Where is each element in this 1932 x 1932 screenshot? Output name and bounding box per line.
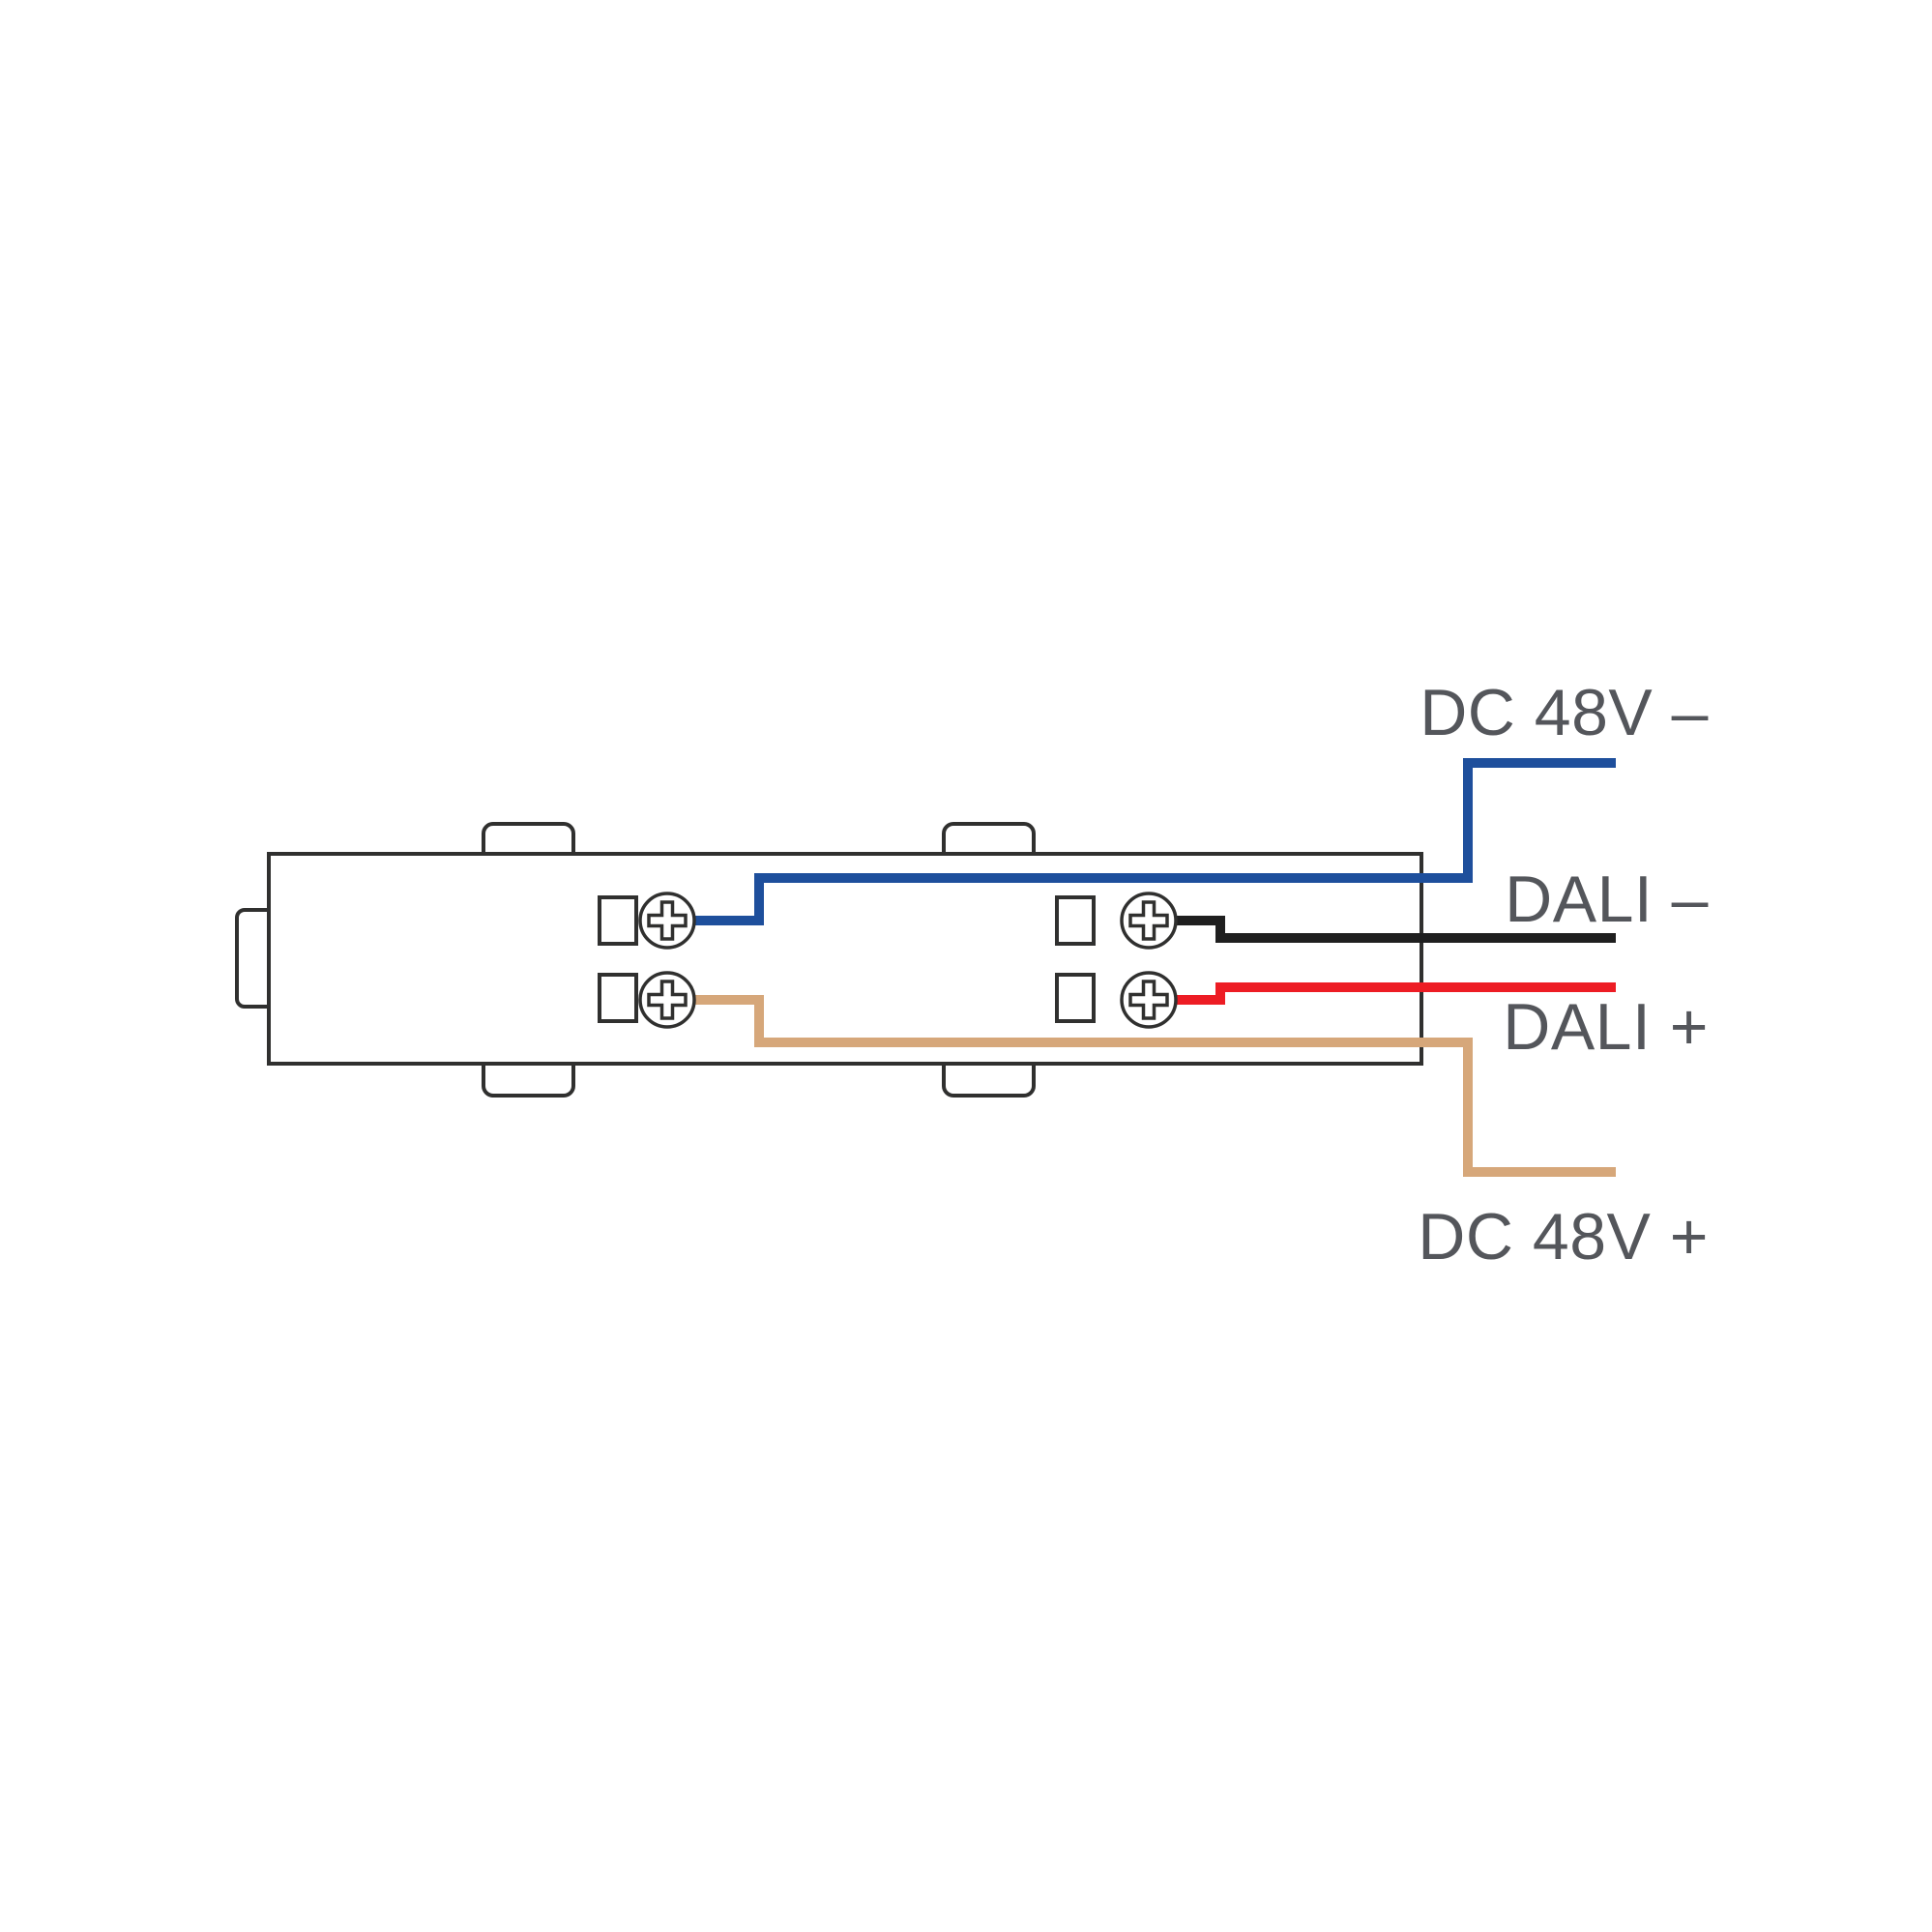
wire-dc48v-positive (667, 995, 1616, 1177)
device-body (267, 852, 1423, 1066)
terminal-slot-left-upper (598, 895, 638, 946)
label-dc48v-negative: DC 48V – (1420, 676, 1709, 749)
terminal-slot-left-lower (598, 973, 638, 1023)
label-dali-negative: DALI – (1505, 863, 1709, 936)
terminal-slot-right-upper (1055, 895, 1096, 946)
screw-terminal-right-lower-icon (1120, 971, 1178, 1029)
wire-dali-positive (1149, 982, 1616, 1005)
screw-terminal-left-upper-icon (638, 892, 696, 950)
label-dali-positive: DALI + (1503, 990, 1709, 1064)
device-outline-group (235, 822, 1423, 1098)
screw-terminal-right-upper-icon (1120, 892, 1178, 950)
wire-dali-negative (1149, 916, 1616, 943)
screw-terminal-left-lower-icon (638, 971, 696, 1029)
label-dc48v-positive: DC 48V + (1418, 1200, 1709, 1273)
terminal-slot-right-lower (1055, 973, 1096, 1023)
wire-dc48v-negative (667, 758, 1616, 925)
wires-group (667, 758, 1616, 1177)
labels-group: DC 48V – DALI – DALI + DC 48V + (1418, 676, 1709, 1273)
